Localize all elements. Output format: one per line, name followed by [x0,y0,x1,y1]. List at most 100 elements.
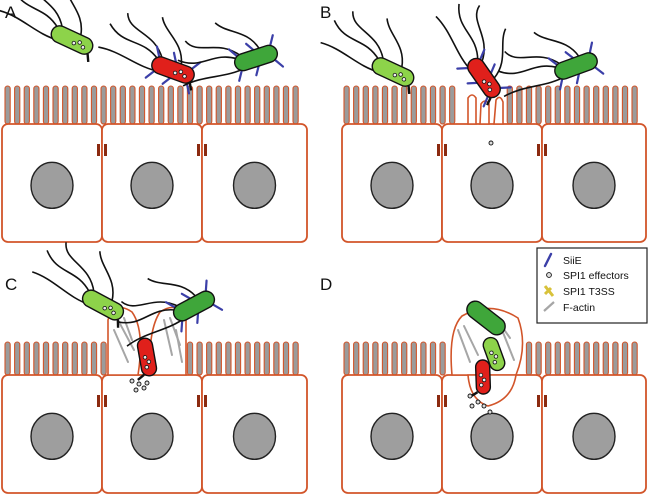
microvillus [282,85,290,125]
f-actin [457,329,471,363]
siie-spike [479,48,486,60]
microvillus [410,341,417,376]
nucleus [232,161,277,210]
epithelial-cell [201,374,308,494]
microvillus [244,341,251,376]
microvillus [225,85,232,125]
microvillus [244,85,251,125]
microvillus [545,341,552,376]
flagellum [504,50,561,65]
epithelial-cell [1,374,103,494]
effector-dot [481,79,487,84]
microvillus [535,85,542,125]
flagellum [475,4,485,63]
microvillus [621,341,629,376]
microvillus [71,85,78,125]
microvillus [23,85,30,125]
microvillus [263,341,270,376]
bacterium-body [233,44,279,72]
junction-left [204,395,207,407]
effector-dot [108,305,113,311]
microvillus [631,85,638,125]
microvillus [71,341,78,376]
flagellum [32,271,90,306]
f-actin [113,329,129,363]
microvilli [4,341,299,376]
secreted-effectors [467,393,493,415]
effector-dot [77,40,82,45]
legend-label-factin: F-actin [563,302,595,314]
siie-spike [547,57,558,66]
microvillus [525,341,533,376]
microvillus [42,85,50,125]
epithelial-cell [541,123,647,243]
membrane-ruffle [493,96,504,125]
microvillus [4,85,11,125]
nucleus [470,161,514,210]
bacterium-body [467,57,501,99]
effector-dot [398,72,403,77]
epithelial-cell [101,374,203,494]
flagellum [177,56,238,65]
t3ss [486,97,492,106]
microvillus [254,341,261,376]
nucleus [130,161,174,210]
bacterium-body [81,289,125,321]
junction-left [544,395,547,407]
microvillus [119,85,126,125]
t3ss [407,85,411,95]
panel-d: D [320,275,647,494]
bacterium-body [482,336,506,372]
microvillus [158,85,165,125]
siie-spike [172,51,178,64]
effector-dot [467,393,473,399]
f-actin [463,325,479,356]
nucleus [572,412,616,461]
microvillus [4,341,11,376]
microvillus [429,85,437,125]
flagellum [161,17,183,65]
f-actin [117,319,135,351]
siie-spike [164,301,176,309]
effector-dot [479,382,484,388]
microvillus [621,85,629,125]
effector-dot [493,354,499,359]
epithelial-cell [1,123,103,243]
microvillus [506,85,513,125]
microvillus [42,341,50,376]
junction-left [104,395,107,407]
t3ss-needle [86,53,90,63]
flagellum [46,250,91,293]
effector-dot [111,310,116,316]
effector-dot [487,81,492,87]
junction-right [537,395,540,407]
f-actin-legend-icon [543,301,555,312]
panel-label-b: B [320,3,331,22]
ruffles [467,94,504,125]
microvillus [353,341,360,376]
effector-dot [71,40,77,46]
nucleus [572,161,616,210]
epithelial-cell [341,374,443,494]
microvillus [33,85,40,125]
siie-spike [255,64,260,77]
microvillus [631,341,638,376]
panel-label-c: C [5,275,17,294]
bacterium [32,242,125,328]
flagellum [214,22,260,49]
siie-spike [558,79,564,91]
effector-dot [481,403,487,409]
flagellum [533,31,580,57]
microvillus [81,341,88,376]
flagellum [497,65,558,75]
f-actin [123,317,133,341]
siie-adhesins [227,34,285,82]
junction-right [197,144,200,156]
bacterium-body [172,290,216,322]
microvillus [602,85,609,125]
microvillus [100,85,107,125]
siie-spike [191,61,202,70]
microvillus [14,85,21,125]
effector-dot [141,385,147,391]
